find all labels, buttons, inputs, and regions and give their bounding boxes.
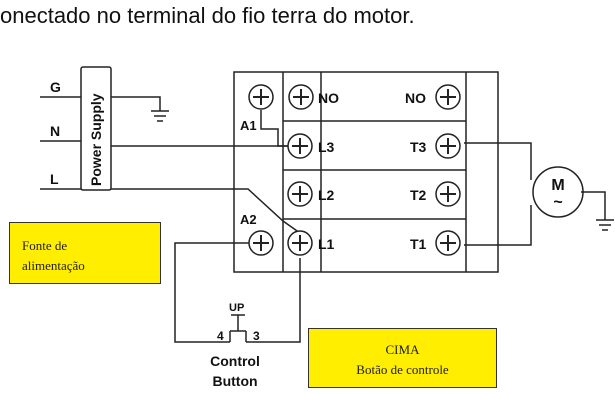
label-a1: A1 [240, 118, 257, 133]
button-pin-4: 4 [217, 329, 224, 343]
wire-motor-ground [581, 191, 606, 220]
button-pin-3: 3 [253, 329, 260, 343]
label-n: N [50, 123, 60, 139]
label-no-left: NO [318, 90, 339, 106]
power-supply-box [80, 66, 112, 191]
label-l1: L1 [318, 236, 335, 252]
label-l2: L2 [318, 187, 335, 203]
motor-symbol [532, 166, 584, 218]
button-note-line1: CIMA [385, 342, 420, 357]
terminal-plus-marks [253, 89, 456, 251]
button-caption-line2: Button [212, 373, 257, 389]
label-l3: L3 [318, 139, 335, 155]
motor-label: M [551, 177, 564, 194]
supply-note: Fonte de alimentação [9, 222, 161, 284]
relay-body [233, 71, 499, 273]
wire-t3-motor [464, 142, 532, 180]
wire-button-l1 [246, 258, 301, 343]
motor-ac-symbol: ~ [553, 194, 562, 211]
motor-ground-icon [596, 219, 614, 231]
button-caption-line1: Control [210, 353, 260, 369]
button-note-line2: Botão de controle [356, 362, 449, 377]
wire-g-ground [111, 96, 161, 111]
label-t3: T3 [410, 139, 427, 155]
label-t2: T2 [410, 187, 427, 203]
ground-icon [151, 110, 169, 122]
wire-t1-motor [464, 205, 532, 246]
wire-a2-button [174, 242, 261, 343]
button-state-label: UP [229, 302, 244, 314]
supply-note-line1: Fonte de [22, 238, 68, 253]
supply-title: Power Supply [88, 93, 104, 186]
label-a2: A2 [240, 212, 257, 227]
caption-text: onectado no terminal do fio terra do mot… [0, 3, 415, 28]
label-l: L [50, 171, 59, 187]
button-note: CIMA Botão de controle [308, 328, 497, 388]
supply-note-line2: alimentação [22, 258, 85, 273]
wire-a1-l3 [260, 110, 300, 147]
label-g: G [50, 79, 61, 95]
label-no-right: NO [405, 90, 426, 106]
label-t1: T1 [410, 236, 427, 252]
